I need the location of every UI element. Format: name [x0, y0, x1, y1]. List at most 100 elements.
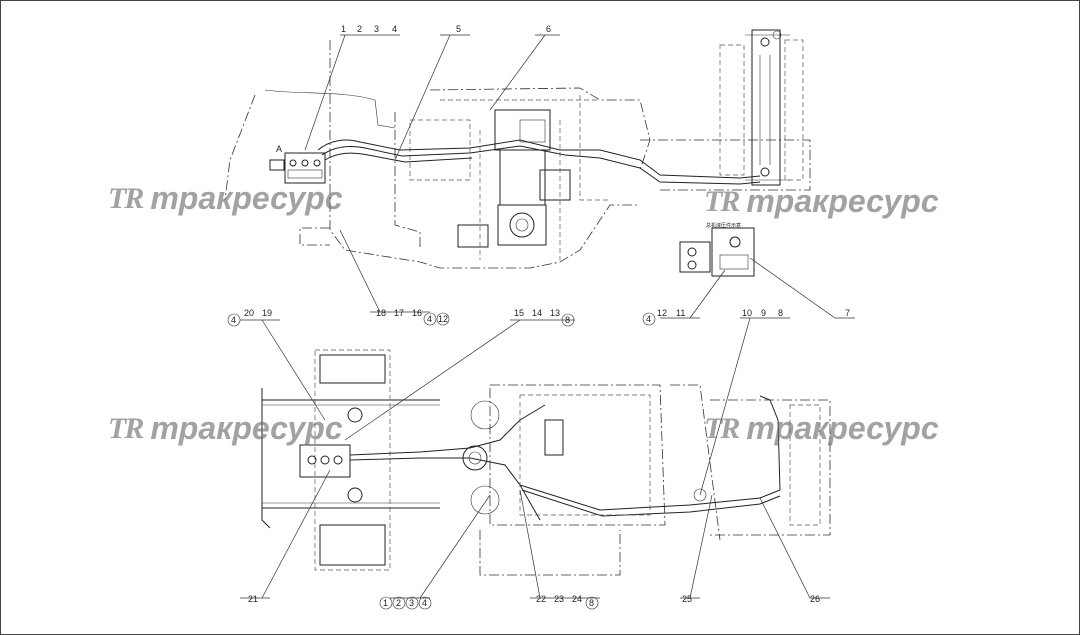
- callout-1: 1: [341, 24, 346, 34]
- callout-17: 17: [394, 308, 404, 318]
- gear-hub: [515, 218, 529, 232]
- valve-base: [287, 169, 323, 179]
- front-frame-edge: [261, 388, 271, 529]
- pump-assembly: [494, 109, 551, 151]
- pivot: [347, 407, 363, 423]
- callout-12b: 12: [657, 308, 667, 318]
- watermark-text: тракресурс: [746, 183, 939, 219]
- rear-vertical-frame: [751, 29, 781, 186]
- pump-cap: [519, 119, 546, 143]
- plan-hose-4: [521, 489, 781, 517]
- callout-14: 14: [532, 308, 542, 318]
- leader-1234-bottom: [390, 494, 491, 599]
- gear-wheel: [509, 212, 535, 238]
- callout-25: 25: [682, 594, 692, 604]
- plan-cylinder: [544, 419, 564, 456]
- callout-circle: [379, 596, 393, 610]
- callout-circle: [436, 312, 450, 326]
- callout-21: 21: [248, 594, 258, 604]
- hose-3: [324, 152, 473, 163]
- leader-26: [759, 497, 830, 599]
- callout-circle: [423, 312, 437, 326]
- leader-10-9-8: [699, 317, 790, 496]
- pivot: [760, 167, 770, 177]
- callout-20: 20: [244, 308, 254, 318]
- inset-caption: 总机液压件示意: [706, 223, 742, 229]
- plan-hose-3: [519, 484, 781, 511]
- callout-7: 7: [845, 308, 850, 318]
- callout-16: 16: [412, 308, 422, 318]
- leader-7: [749, 257, 855, 319]
- leader-6: [489, 34, 560, 111]
- valve-port: [301, 159, 309, 167]
- inset-port: [687, 247, 697, 257]
- rear-frame-outline: [784, 39, 804, 181]
- callout-circle: [405, 596, 419, 610]
- callout-4b: 4: [427, 314, 432, 324]
- leader-5: [394, 34, 470, 161]
- inset-valve-left: [679, 241, 711, 273]
- inset-port: [687, 260, 697, 270]
- leader-21: [240, 469, 331, 599]
- plan-hose-5: [759, 395, 781, 491]
- callout-4c: 4: [646, 314, 651, 324]
- plan-port: [320, 455, 330, 465]
- plan-valve-block: [299, 444, 351, 478]
- leader-1234: [304, 34, 400, 151]
- lower-housing: [497, 204, 547, 246]
- callout-circle: [642, 312, 656, 326]
- watermark-top-right: TR тракресурс: [704, 183, 939, 220]
- plan-pulley: [470, 400, 500, 430]
- callout-4e: 4: [422, 598, 427, 608]
- front-axle-envelope: [314, 349, 391, 571]
- callout-3b: 3: [409, 598, 414, 608]
- rear-plan-outline: [789, 404, 821, 526]
- pivot: [772, 30, 782, 40]
- callout-3: 3: [374, 24, 379, 34]
- bottom-view: [227, 313, 831, 610]
- left-curve-centerline: [224, 94, 256, 201]
- rear-frame-outline: [719, 44, 745, 176]
- callout-5: 5: [456, 24, 461, 34]
- front-bracket: [299, 227, 330, 246]
- leader-4-20-19: [240, 319, 326, 421]
- callout-11: 11: [676, 308, 685, 318]
- cylinder: [759, 55, 771, 165]
- side-block: [539, 169, 571, 201]
- front-axle-bottom: [319, 524, 386, 566]
- callout-2b: 2: [396, 598, 401, 608]
- callout-22: 22: [536, 594, 546, 604]
- plan-filter-core: [468, 451, 482, 465]
- callout-2: 2: [357, 24, 362, 34]
- inset-valve-body: [711, 227, 755, 277]
- plan-hose-2: [349, 457, 541, 521]
- plan-filter: [462, 445, 488, 471]
- callout-15: 15: [514, 308, 524, 318]
- callout-circle: [418, 596, 432, 610]
- pivot: [760, 37, 770, 47]
- callout-12: 12: [438, 314, 448, 324]
- plan-joint: [693, 488, 707, 502]
- leader-25: [680, 494, 713, 599]
- callout-8: 8: [778, 308, 783, 318]
- plan-port: [333, 455, 343, 465]
- callout-26: 26: [810, 594, 820, 604]
- watermark-logo: TR: [108, 411, 144, 445]
- callout-8b: 8: [565, 315, 570, 325]
- chassis-outline: [329, 40, 640, 269]
- callout-circle: [227, 313, 241, 327]
- callout-24: 24: [572, 594, 582, 604]
- valve-handle: [269, 159, 285, 171]
- callout-18: 18: [376, 308, 386, 318]
- plan-pulley: [470, 485, 500, 515]
- watermark-text: тракресурс: [150, 410, 343, 446]
- transmission-inner: [519, 394, 651, 516]
- leader-4-12-11: [660, 269, 726, 319]
- callout-4: 4: [392, 24, 397, 34]
- callout-13: 13: [550, 308, 560, 318]
- valve-port: [313, 159, 321, 167]
- callout-1b: 1: [383, 598, 388, 608]
- watermark-text: тракресурс: [746, 410, 939, 446]
- callout-10: 10: [742, 308, 752, 318]
